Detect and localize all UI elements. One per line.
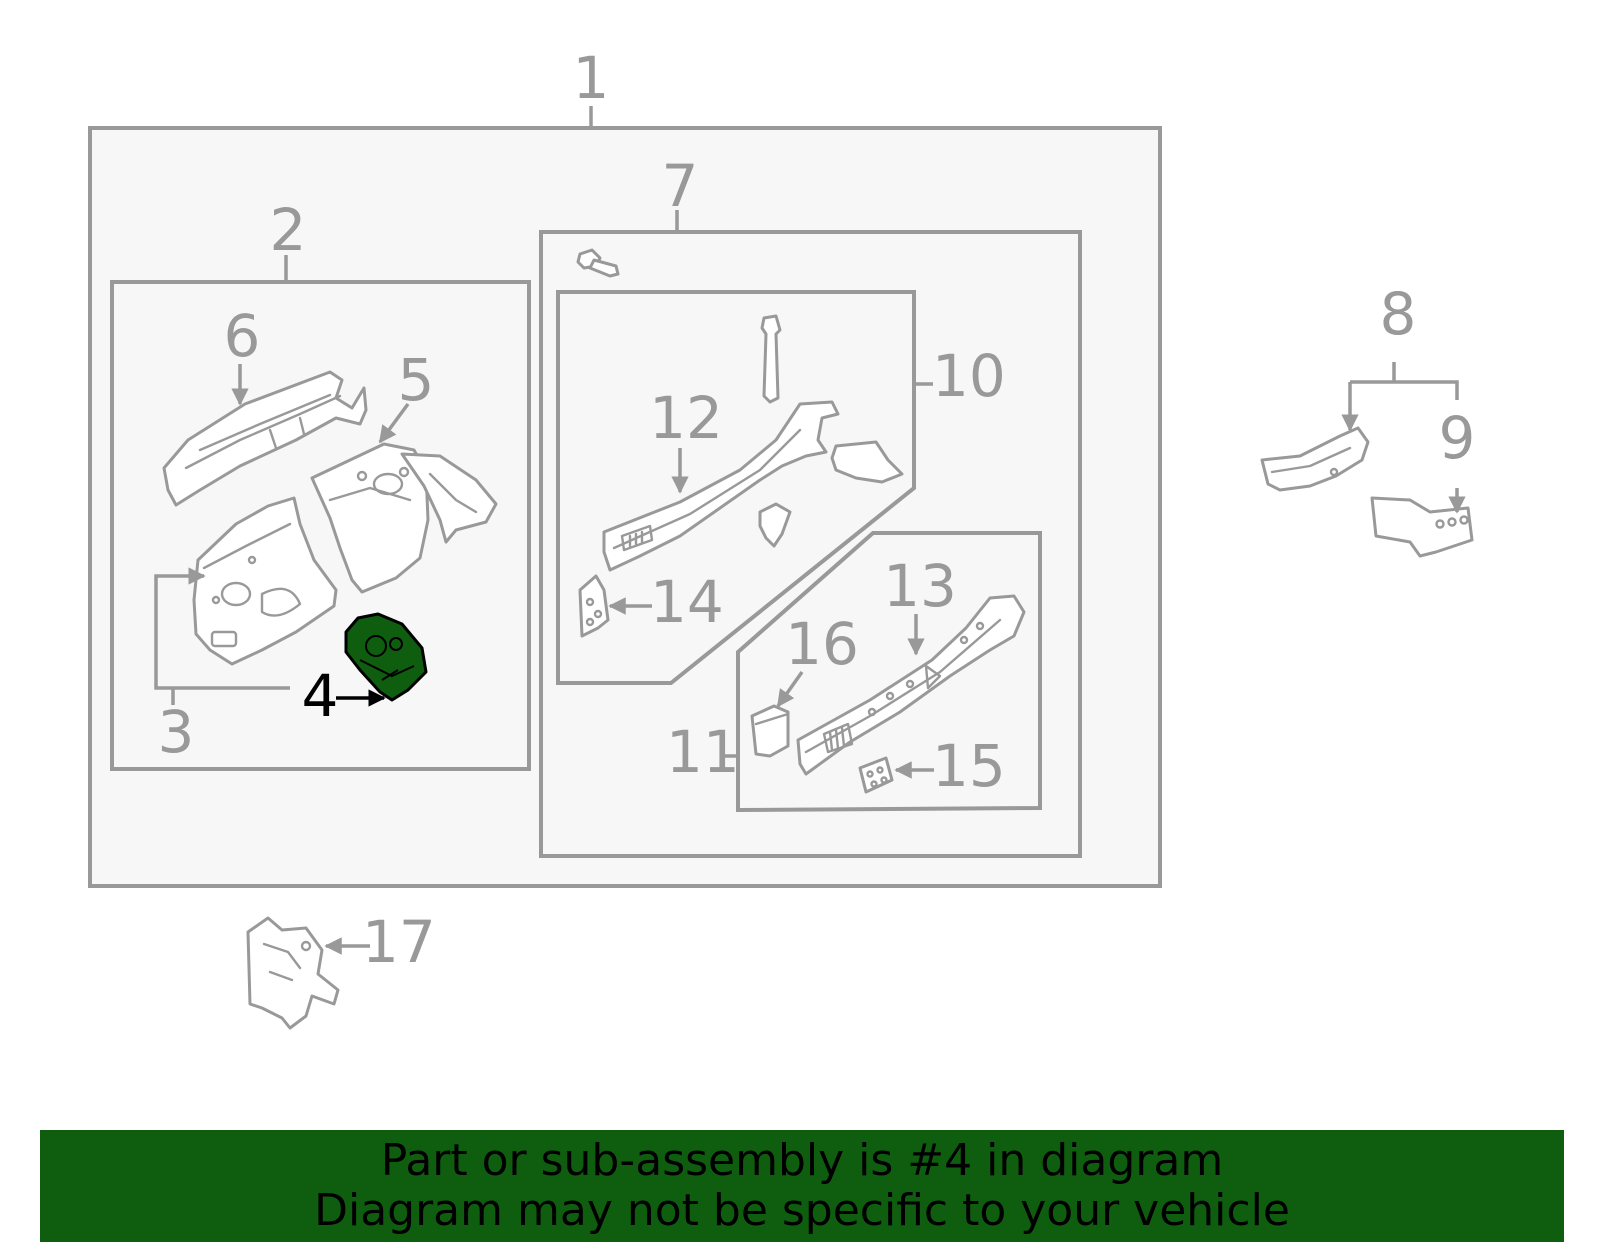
callout-14: 14: [650, 568, 724, 636]
callout-12: 12: [649, 384, 723, 452]
callout-16: 16: [785, 610, 859, 678]
assembly-7-frame: [539, 230, 1082, 858]
part-8-member: [1260, 426, 1370, 492]
info-banner: Part or sub-assembly is #4 in diagram Di…: [40, 1130, 1564, 1242]
part-12-member: [602, 400, 904, 572]
callout-6: 6: [224, 302, 261, 370]
callout-7: 7: [662, 152, 699, 220]
part-13-member: [796, 594, 1026, 776]
callout-4: 4: [302, 662, 339, 730]
part-9-bracket: [1370, 496, 1474, 558]
part-5-tower: [310, 442, 498, 594]
callout-3: 3: [158, 698, 195, 766]
part-16-block: [750, 704, 790, 758]
part-4-highlighted: [344, 612, 428, 702]
callout-17: 17: [362, 908, 436, 976]
part-17-bracket: [246, 916, 340, 1030]
callout-8: 8: [1380, 280, 1417, 348]
callout-2: 2: [270, 196, 307, 264]
part-14-bracket: [578, 574, 610, 638]
part-15-plate: [858, 756, 894, 794]
part-3-apron: [192, 496, 338, 666]
parts-diagram: 1 2 3 4 5 6 7 8 9 10 11 12 13 14 15 16 1…: [88, 44, 1476, 1030]
bolt-top: [576, 248, 620, 278]
part-6-rail: [162, 370, 368, 507]
assembly-2-frame: [110, 280, 531, 771]
assembly-10-frame: [556, 290, 916, 685]
stud-10: [760, 314, 782, 404]
callout-10: 10: [932, 342, 1006, 410]
callout-11: 11: [666, 718, 740, 786]
banner-line-2: Diagram may not be specific to your vehi…: [314, 1185, 1290, 1236]
callout-13: 13: [883, 552, 957, 620]
callout-15: 15: [932, 732, 1006, 800]
callout-5: 5: [398, 346, 435, 414]
callout-9: 9: [1439, 404, 1476, 472]
banner-line-1: Part or sub-assembly is #4 in diagram: [380, 1135, 1224, 1186]
assembly-11-frame: [736, 531, 1042, 813]
callout-1: 1: [573, 44, 610, 112]
